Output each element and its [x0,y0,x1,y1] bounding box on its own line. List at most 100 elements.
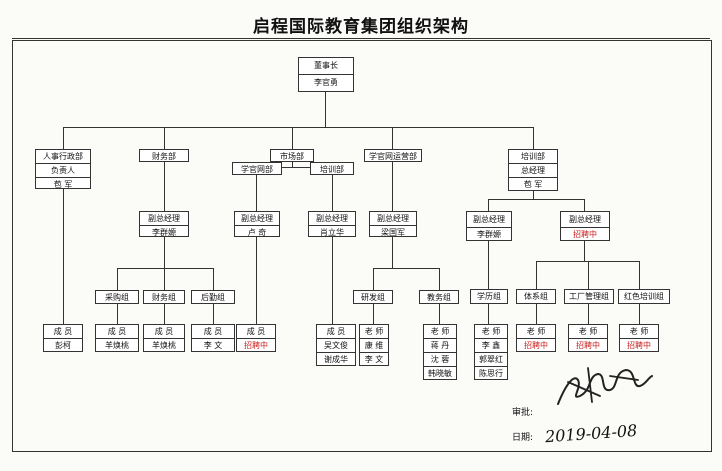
training-red-members: 老 师 招聘中 [619,324,659,352]
group-label: 体系组 [524,292,548,301]
training-factory-members: 老 师 招聘中 [568,324,608,352]
hr-dept-box: 人事行政部 负责人 苞 军 [35,149,91,189]
group-label: 教务组 [427,293,451,302]
member-role: 老 师 [424,325,456,339]
market-dept-box: 市场部 [270,149,314,162]
finance-accounting-member: 成 员 羊焕桃 [143,324,185,352]
member-role: 老 师 [620,325,658,339]
finance-vp-box: 副总经理 李群嫄 [139,211,189,237]
training-group-factory: 工厂管理组 [564,289,614,304]
approval-label: 审批: [512,408,534,418]
date-label: 日期: [512,433,534,443]
training-gm-name: 苞 军 [523,180,543,189]
finance-dept-name: 财务部 [152,152,176,161]
member-role: 成 员 [237,325,275,339]
member-name: 吴文俊 [317,339,355,353]
member-name: 李 鑫 [475,339,507,353]
training-dept-box: 培训部 总经理 苞 军 [508,149,558,191]
member-name: 谢成华 [324,355,348,364]
group-label: 财务组 [152,293,176,302]
title-underline [12,38,710,39]
market-sub2-box: 培训部 [310,162,354,175]
member-role: 成 员 [317,325,355,339]
member-name: 李 文 [203,341,223,350]
group-label: 学历组 [477,292,501,301]
finance-group-logistics: 后勤组 [191,290,235,304]
vp-name: 肖立华 [320,228,344,237]
member-name: 康 维 [360,339,388,353]
hr-member-box: 成 员 彭柯 [43,324,83,352]
chairman-role: 董事长 [299,58,353,75]
member-name: 羊焕桃 [105,341,129,350]
finance-logistics-member: 成 员 李 文 [191,324,235,352]
vp-name: 卢 奇 [247,228,267,237]
ops-rd-group-box: 研发组 [353,290,393,304]
ops-edu-members-box: 老 师 蒋 丹 沈 蓉 韩晓敏 [423,324,457,380]
finance-procurement-member: 成 员 羊焕桃 [95,324,139,352]
group-label: 研发组 [361,293,385,302]
training-gm-label: 总经理 [509,164,557,178]
ops-dept-name: 学官网运营部 [369,152,417,161]
training-group-system: 体系组 [516,289,556,304]
member-recruiting: 招聘中 [576,341,600,350]
member-name: 羊焕桃 [152,341,176,350]
member-role: 老 师 [360,325,388,339]
market-sub1-member-box: 成 员 招聘中 [236,324,276,352]
ops-edu-group-box: 教务组 [419,290,459,304]
hr-role: 负责人 [36,164,90,178]
ops-dept-box: 学官网运营部 [364,149,422,162]
member-name: 郭翠红 [475,353,507,367]
member-name: 沈 蓉 [424,353,456,367]
member-recruiting: 招聘中 [524,341,548,350]
member-name: 蒋 丹 [424,339,456,353]
chairman-box: 董事长 李官勇 [298,57,354,92]
vp-label: 副总经理 [370,212,416,226]
hr-member-role: 成 员 [44,325,82,339]
finance-vp-name: 李群嫄 [152,228,176,237]
training-vp1-box: 副总经理 李群嫄 [466,211,512,241]
market-sub2-label: 培训部 [320,165,344,174]
training-system-members: 老 师 招聘中 [516,324,556,352]
vp-name: 李群嫄 [477,230,501,239]
market-sub2-vp-box: 副总经理 肖立华 [308,211,356,237]
training-dept-name: 培训部 [509,150,557,164]
vp-label: 副总经理 [561,212,609,228]
hr-member-name: 彭柯 [55,341,71,350]
signature-image [557,367,653,405]
member-role: 成 员 [192,325,234,339]
vp-label: 副总经理 [467,212,511,228]
member-recruiting: 招聘中 [244,341,268,350]
group-label: 采购组 [105,293,129,302]
market-sub1-label: 学官网部 [241,165,273,174]
chart-frame [12,40,712,452]
finance-dept-box: 财务部 [139,149,189,162]
member-role: 老 师 [517,325,555,339]
training-group-red: 红色培训组 [618,289,670,304]
page-title: 启程国际教育集团组织架构 [253,17,469,37]
market-dept-name: 市场部 [280,152,304,161]
group-label: 工厂管理组 [569,292,609,301]
member-role: 老 师 [569,325,607,339]
member-role: 成 员 [96,325,138,339]
market-sub2-member-box: 成 员 吴文俊 谢成华 [316,324,356,366]
finance-group-accounting: 财务组 [143,290,185,304]
member-role: 老 师 [475,325,507,339]
finance-vp-label: 副总经理 [140,212,188,226]
market-sub1-vp-box: 副总经理 卢 奇 [234,211,280,237]
ops-rd-members-box: 老 师 康 维 李 文 [359,324,389,366]
chairman-name: 李官勇 [314,78,338,87]
ops-vp-box: 副总经理 梁国军 [369,211,417,237]
member-recruiting: 招聘中 [627,341,651,350]
group-label: 红色培训组 [624,292,664,301]
member-role: 成 员 [144,325,184,339]
vp-label: 副总经理 [235,212,279,226]
group-label: 后勤组 [201,293,225,302]
training-group-academic: 学历组 [470,289,508,304]
hr-head-name: 苞 军 [53,180,73,189]
member-name: 陈思行 [479,369,503,378]
vp-name: 梁国军 [381,228,405,237]
training-academic-members: 老 师 李 鑫 郭翠红 陈思行 [474,324,508,380]
vp-recruiting: 招聘中 [573,230,597,239]
member-name: 韩晓敏 [428,369,452,378]
member-name: 李 文 [364,355,384,364]
